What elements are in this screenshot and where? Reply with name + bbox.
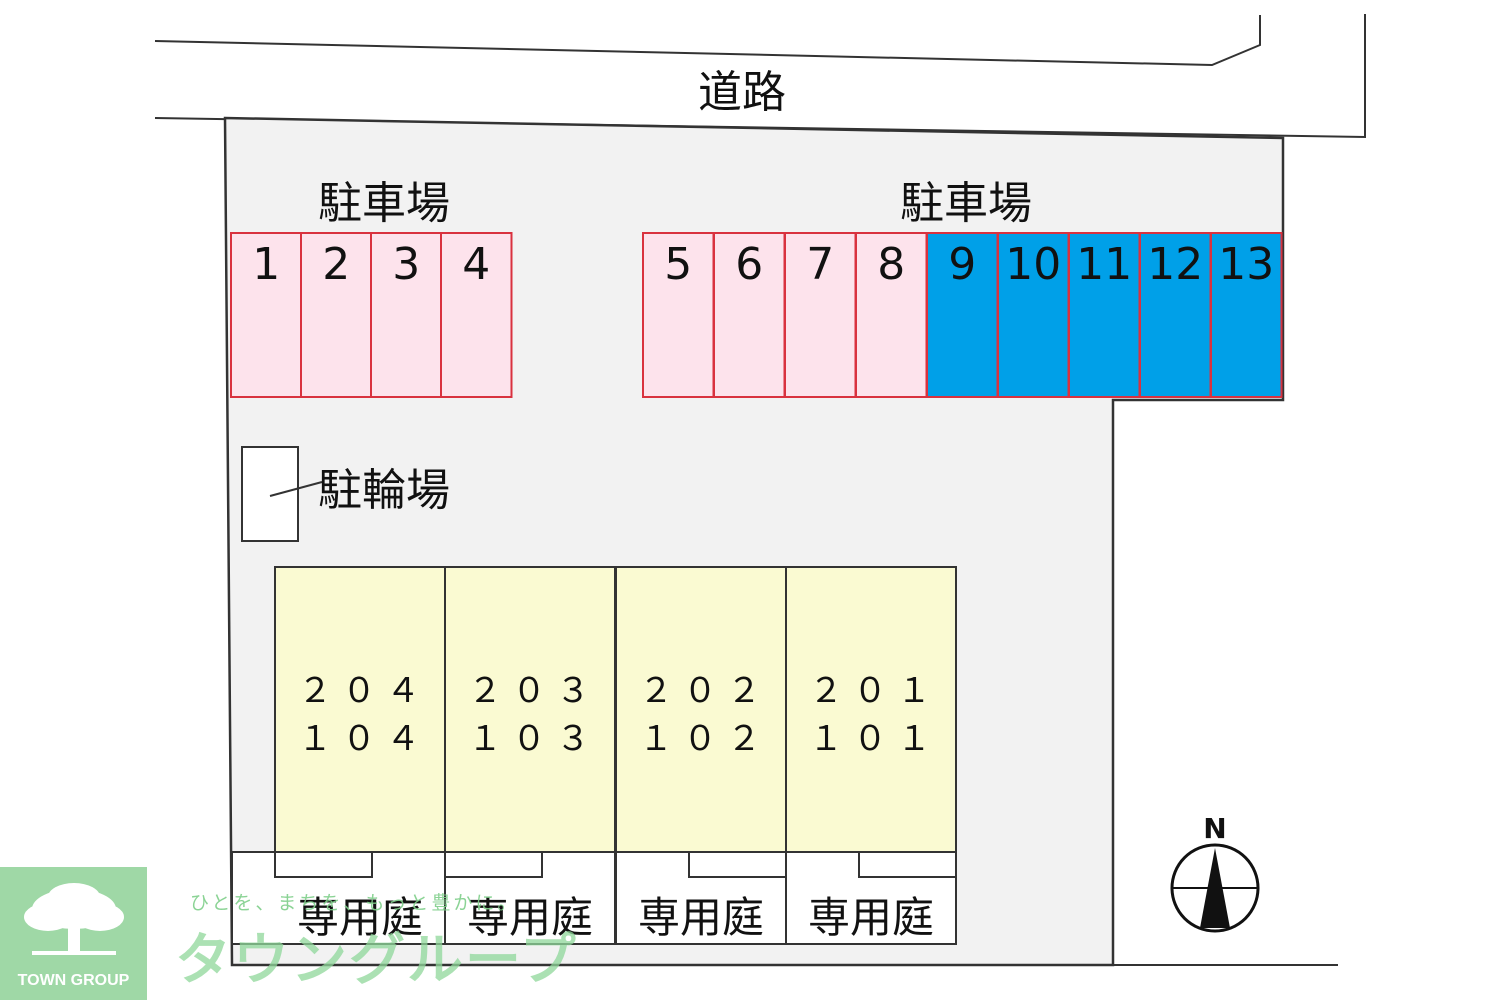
road-label: 道路 bbox=[698, 67, 786, 118]
entrance-step bbox=[274, 852, 373, 878]
parking-space-6 bbox=[713, 232, 786, 398]
unit-building bbox=[444, 566, 616, 853]
parking-space-5 bbox=[642, 232, 715, 398]
parking-space-13 bbox=[1210, 232, 1283, 398]
parking-space-number: 9 bbox=[948, 239, 976, 290]
parking-space-number: 8 bbox=[877, 239, 905, 290]
parking-space-number: 2 bbox=[322, 239, 350, 290]
unit-upper-number: ２０２ bbox=[639, 671, 771, 711]
bicycle-leader-line bbox=[269, 481, 323, 497]
tagline: ひとを、まちを、もっと豊かに。 bbox=[190, 892, 520, 914]
parking-space-number: 1 bbox=[252, 239, 280, 290]
logo-text: TOWN GROUP bbox=[17, 972, 130, 989]
bicycle-parking bbox=[241, 446, 299, 542]
north-label: N bbox=[1203, 812, 1226, 845]
private-garden-label: 専用庭 bbox=[808, 893, 934, 942]
parking-space-3 bbox=[370, 232, 443, 398]
road bbox=[155, 40, 1262, 63]
units: ２０４ １０４ 専用庭 ２０３ １０３ 専用庭 ２０２ １０２ 専用庭 ２０１ １０１ 専用庭 bbox=[231, 566, 957, 945]
unit-upper-number: ２０３ bbox=[468, 671, 600, 711]
private-garden-label: 専用庭 bbox=[638, 893, 764, 942]
unit-upper-number: ２０１ bbox=[809, 671, 941, 711]
private-garden bbox=[615, 851, 787, 945]
parking-space-11 bbox=[1068, 232, 1141, 398]
unit-lower-number: １０２ bbox=[639, 719, 771, 759]
parking-space-12 bbox=[1139, 232, 1212, 398]
private-garden bbox=[785, 851, 957, 945]
parking-space-number: 3 bbox=[392, 239, 420, 290]
parking-space-1 bbox=[230, 232, 303, 398]
town-group-logo: TOWN GROUP bbox=[0, 867, 147, 1000]
private-garden-label: 専用庭 bbox=[297, 893, 423, 942]
parking-space-number: 6 bbox=[735, 239, 763, 290]
unit-lower-number: １０３ bbox=[468, 719, 600, 759]
bicycle-parking-label: 駐輪場 bbox=[318, 465, 450, 516]
unit-upper-number: ２０４ bbox=[298, 671, 430, 711]
parking-space-number: 13 bbox=[1218, 239, 1274, 290]
parking-space-8 bbox=[855, 232, 928, 398]
north-arrow-icon bbox=[1170, 843, 1260, 933]
parking-space-number: 10 bbox=[1005, 239, 1061, 290]
parking-space-number: 12 bbox=[1147, 239, 1203, 290]
private-garden-label: 専用庭 bbox=[467, 893, 593, 942]
parking-space-number: 11 bbox=[1076, 239, 1132, 290]
parking-space-4 bbox=[440, 232, 513, 398]
entrance-step bbox=[858, 852, 957, 878]
parking-space-number: 7 bbox=[806, 239, 834, 290]
unit-building bbox=[615, 566, 787, 853]
parking-label-east: 駐車場 bbox=[900, 178, 1032, 229]
unit-building bbox=[274, 566, 446, 853]
parking-space-9 bbox=[926, 232, 999, 398]
parking-space-number: 4 bbox=[462, 239, 490, 290]
tree-icon bbox=[24, 883, 124, 955]
parking-space-number: 5 bbox=[664, 239, 692, 290]
entrance-step bbox=[444, 852, 543, 878]
road-top-edge bbox=[154, 15, 1261, 67]
parking-space-10 bbox=[997, 232, 1070, 398]
unit-lower-number: １０１ bbox=[809, 719, 941, 759]
parking-label-west: 駐車場 bbox=[318, 178, 450, 229]
brand-name: タウングループ bbox=[175, 928, 578, 993]
parking-space-7 bbox=[784, 232, 857, 398]
unit-lower-number: １０４ bbox=[298, 719, 430, 759]
